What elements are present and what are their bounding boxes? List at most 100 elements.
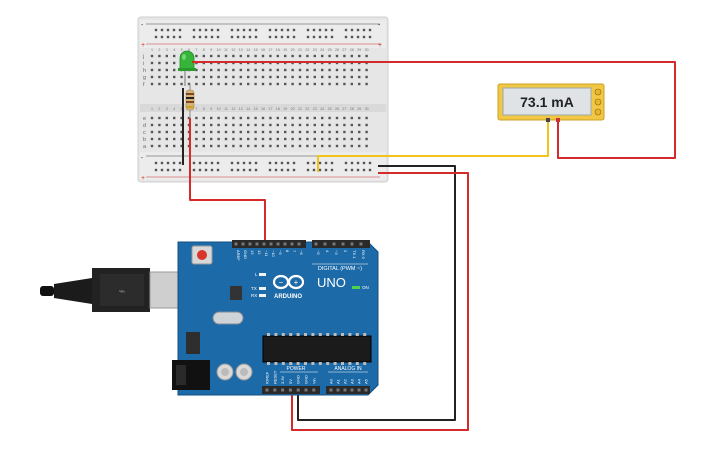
rail-hole[interactable] [236,161,240,165]
breadboard-hole[interactable] [210,68,213,72]
rail-hole[interactable] [318,35,322,39]
rail-hole[interactable] [274,35,278,39]
breadboard-hole[interactable] [269,116,272,120]
breadboard-hole[interactable] [165,116,168,120]
rail-hole[interactable] [192,168,196,172]
rail-hole[interactable] [248,28,252,32]
rail-hole[interactable] [286,35,290,39]
breadboard-hole[interactable] [313,75,316,79]
rail-hole[interactable] [356,35,360,39]
breadboard-hole[interactable] [313,82,316,86]
breadboard-hole[interactable] [195,130,198,134]
breadboard-hole[interactable] [313,116,316,120]
breadboard-hole[interactable] [150,75,154,79]
breadboard-hole[interactable] [202,130,205,134]
rail-hole[interactable] [198,161,202,165]
breadboard-hole[interactable] [306,123,309,127]
header-pin[interactable] [276,242,280,246]
rail-hole[interactable] [230,35,234,39]
breadboard-hole[interactable] [247,54,250,58]
breadboard-hole[interactable] [261,54,265,58]
rail-hole[interactable] [318,161,322,165]
breadboard-hole[interactable] [284,75,287,79]
rail-hole[interactable] [192,161,196,165]
rail-hole[interactable] [172,35,176,39]
breadboard-hole[interactable] [306,54,309,58]
breadboard-hole[interactable] [261,82,265,86]
breadboard-hole[interactable] [321,75,324,79]
breadboard-hole[interactable] [239,68,242,72]
breadboard-hole[interactable] [321,144,324,148]
breadboard-hole[interactable] [335,137,339,141]
breadboard-hole[interactable] [158,68,161,72]
breadboard-hole[interactable] [328,82,331,86]
rail-hole[interactable] [330,168,334,172]
breadboard-hole[interactable] [217,130,220,134]
rail-hole[interactable] [236,168,240,172]
breadboard-hole[interactable] [158,116,161,120]
rail-hole[interactable] [280,168,284,172]
breadboard-hole[interactable] [150,123,154,127]
breadboard-hole[interactable] [247,144,250,148]
breadboard-hole[interactable] [232,130,235,134]
power-header-pin[interactable] [304,388,308,392]
breadboard-hole[interactable] [358,54,361,58]
header-pin[interactable] [241,242,245,246]
breadboard-hole[interactable] [210,137,213,141]
rail-hole[interactable] [362,168,366,172]
rail-hole[interactable] [280,161,284,165]
breadboard-hole[interactable] [173,137,176,141]
rail-hole[interactable] [172,161,176,165]
analog-header-pin[interactable] [336,388,340,392]
breadboard-hole[interactable] [365,68,368,72]
breadboard-hole[interactable] [343,75,346,79]
breadboard-hole[interactable] [291,75,294,79]
multimeter-knob-3[interactable] [594,108,602,116]
breadboard-hole[interactable] [224,54,228,58]
rail-hole[interactable] [210,35,214,39]
rail-hole[interactable] [274,28,278,32]
multimeter-terminal-com[interactable] [556,118,560,122]
rail-hole[interactable] [344,35,348,39]
breadboard-hole[interactable] [158,54,161,58]
breadboard-hole[interactable] [254,116,257,120]
rail-hole[interactable] [280,28,284,32]
rail-hole[interactable] [178,28,182,32]
breadboard-hole[interactable] [365,144,368,148]
rail-hole[interactable] [312,161,316,165]
header-pin[interactable] [269,242,273,246]
breadboard-hole[interactable] [358,82,361,86]
breadboard-hole[interactable] [202,137,205,141]
breadboard-hole[interactable] [173,68,176,72]
rail-hole[interactable] [324,35,328,39]
breadboard-hole[interactable] [173,54,176,58]
breadboard-hole[interactable] [269,123,272,127]
breadboard-hole[interactable] [210,116,213,120]
breadboard-hole[interactable] [284,130,287,134]
rail-hole[interactable] [242,168,246,172]
breadboard-hole[interactable] [173,82,176,86]
breadboard-hole[interactable] [210,130,213,134]
rail-hole[interactable] [154,28,158,32]
breadboard-hole[interactable] [358,123,361,127]
breadboard-hole[interactable] [180,144,183,148]
breadboard-hole[interactable] [224,82,228,86]
breadboard-hole[interactable] [210,54,213,58]
breadboard-hole[interactable] [150,61,154,65]
breadboard-hole[interactable] [217,54,220,58]
breadboard-hole[interactable] [321,123,324,127]
rail-hole[interactable] [160,28,164,32]
analog-header-pin[interactable] [329,388,333,392]
breadboard-hole[interactable] [202,54,205,58]
breadboard-hole[interactable] [180,130,183,134]
breadboard-hole[interactable] [269,137,272,141]
rail-hole[interactable] [306,168,310,172]
breadboard-hole[interactable] [165,137,168,141]
breadboard-hole[interactable] [254,68,257,72]
breadboard-hole[interactable] [284,116,287,120]
breadboard-hole[interactable] [269,82,272,86]
breadboard-hole[interactable] [232,68,235,72]
wire-yellow-rail-meter[interactable] [317,120,549,172]
rail-hole[interactable] [356,28,360,32]
